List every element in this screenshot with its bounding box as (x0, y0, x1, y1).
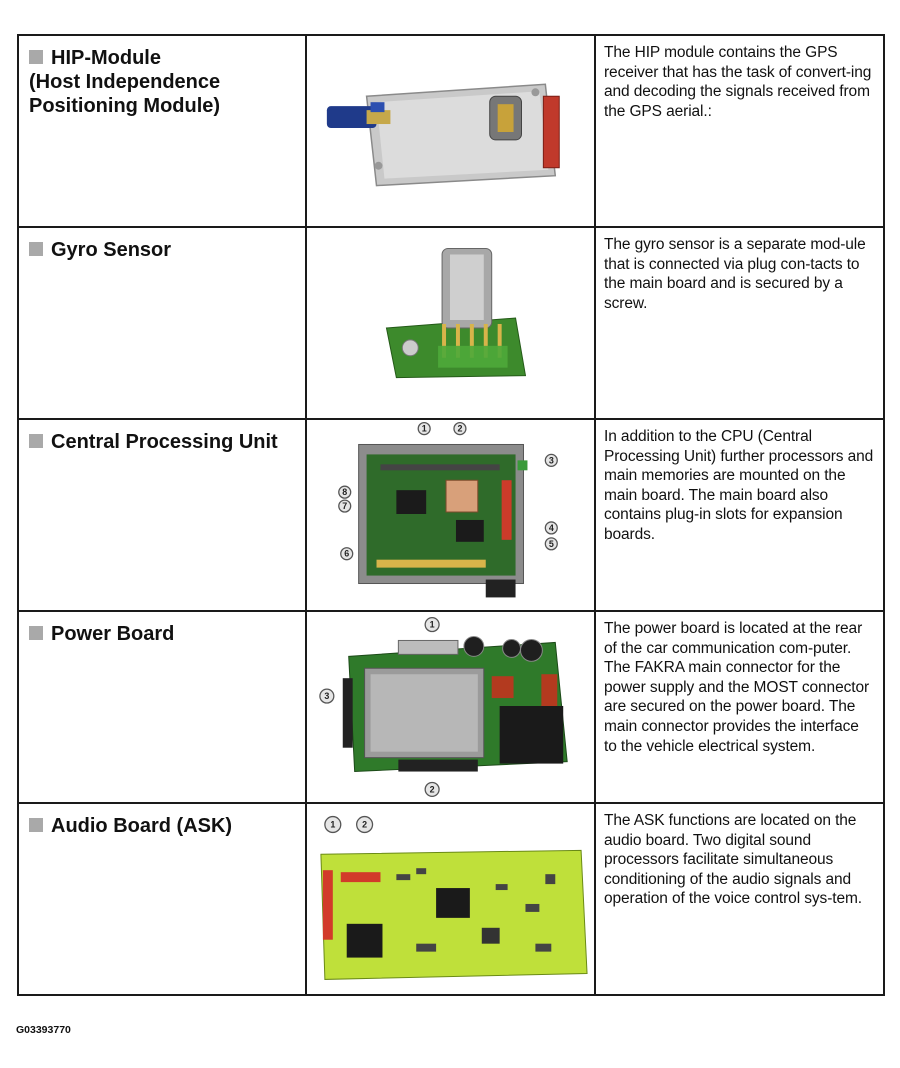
component-photo-cell: 1 2 3 4 5 6 7 8 (305, 418, 596, 612)
callout-label: 2 (362, 820, 367, 830)
callout-group: 1 2 (324, 815, 374, 834)
callout-label: 2 (457, 424, 462, 434)
callout-label: 6 (344, 549, 349, 559)
table-row: Power Board 1 2 3 (17, 610, 885, 804)
callout-group: 1 2 3 4 5 6 7 8 (338, 421, 558, 561)
component-description-cell: The gyro sensor is a separate mod-ule th… (594, 226, 885, 420)
component-name-cell: Central Processing Unit (17, 418, 307, 612)
component-name-cell: Audio Board (ASK) (17, 802, 307, 996)
component-photo-cell (305, 226, 596, 420)
callout-label: 4 (549, 523, 554, 533)
component-title: Power Board (51, 623, 175, 645)
power-board-photo: 1 2 3 (319, 616, 568, 798)
component-description: The HIP module contains the GPS receiver… (604, 44, 872, 120)
main-board-photo: 1 2 3 4 5 6 7 8 (338, 421, 558, 598)
gyro-sensor-photo (385, 248, 527, 379)
callout-label: 1 (330, 820, 335, 830)
callout-label: 1 (430, 620, 435, 630)
component-photo-cell (305, 34, 596, 228)
component-table: HIP-Module (Host Independence Positionin… (17, 34, 885, 996)
square-bullet-icon (29, 626, 43, 640)
square-bullet-icon (29, 50, 43, 64)
component-description-cell: In addition to the CPU (Central Processi… (594, 418, 885, 612)
callout-label: 3 (549, 455, 554, 465)
audio-board-photo: 1 2 (320, 815, 588, 980)
figure-code: G03393770 (16, 1024, 71, 1036)
callout-label: 2 (430, 784, 435, 794)
component-title: Audio Board (ASK) (51, 815, 233, 837)
component-description-cell: The ASK functions are located on the aud… (594, 802, 885, 996)
callout-label: 1 (422, 424, 427, 434)
square-bullet-icon (29, 242, 43, 256)
component-description: The ASK functions are located on the aud… (604, 812, 863, 908)
component-description: In addition to the CPU (Central Processi… (604, 428, 874, 543)
component-name-cell: Power Board (17, 610, 307, 804)
component-title: Gyro Sensor (51, 239, 172, 261)
component-title: Central Processing Unit (51, 431, 278, 453)
component-name-cell: Gyro Sensor (17, 226, 307, 420)
component-photo-cell: 1 2 3 (305, 610, 596, 804)
component-title: HIP-Module (Host Independence Positionin… (29, 47, 221, 117)
table-row: Audio Board (ASK) (17, 802, 885, 996)
component-name-cell: HIP-Module (Host Independence Positionin… (17, 34, 307, 228)
callout-label: 8 (342, 487, 347, 497)
component-description-cell: The HIP module contains the GPS receiver… (594, 34, 885, 228)
component-description: The gyro sensor is a separate mod-ule th… (604, 236, 866, 312)
component-description: The power board is located at the rear o… (604, 620, 870, 755)
callout-label: 7 (342, 501, 347, 511)
square-bullet-icon (29, 434, 43, 448)
table-row: Gyro Sensor The gyro sensor is a se (17, 226, 885, 420)
callout-label: 5 (549, 539, 554, 549)
component-photo-cell: 1 2 (305, 802, 596, 996)
square-bullet-icon (29, 818, 43, 832)
hip-module-photo (326, 83, 560, 187)
component-description-cell: The power board is located at the rear o… (594, 610, 885, 804)
table-row: Central Processing Unit 1 2 3 4 (17, 418, 885, 612)
callout-group: 1 2 3 (319, 616, 440, 798)
callout-label: 3 (324, 691, 329, 701)
table-row: HIP-Module (Host Independence Positionin… (17, 34, 885, 228)
